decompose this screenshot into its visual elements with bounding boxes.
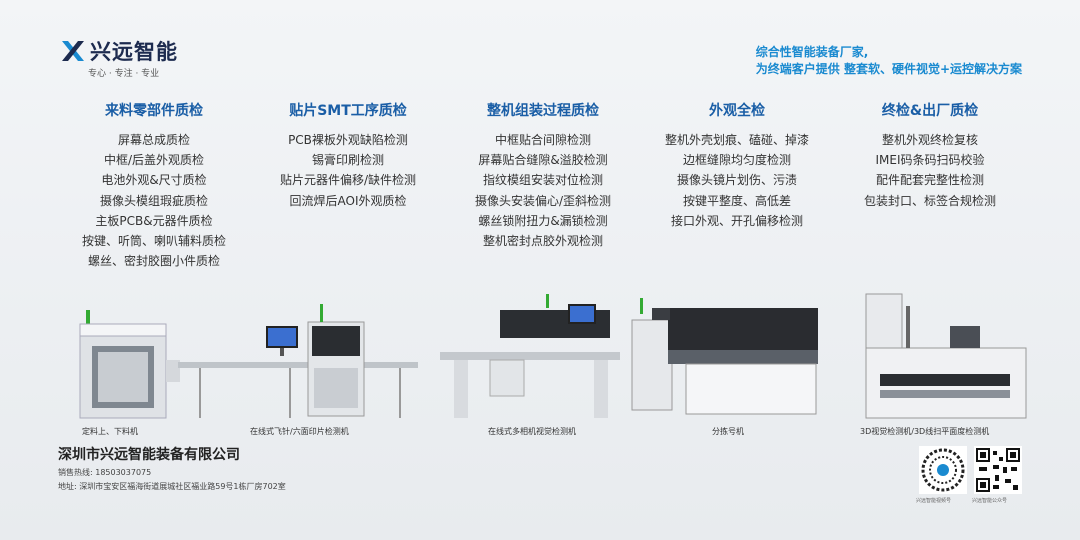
qr-code-icon	[919, 446, 967, 494]
list-item: 锡膏印刷检测	[311, 153, 384, 168]
column-title: 整机组装过程质检	[487, 103, 599, 119]
list-item: 屏幕总成质检	[117, 133, 190, 147]
list-item: 贴片元器件偏移/缺件检测	[279, 173, 417, 188]
list-item: 中框/后盖外观质检	[103, 153, 205, 168]
machine-label: 在线式多相机视觉检测机	[488, 427, 576, 436]
smt-inspection-machine-icon	[178, 304, 418, 418]
company-address: 地址: 深圳市宝安区福海街道展城社区福业路59号1栋厂房702室	[58, 482, 286, 491]
list-item: 整机外壳划痕、磕碰、掉漆	[664, 133, 809, 147]
machine-label: 在线式飞针/六面印片检测机	[250, 427, 349, 436]
machines-illustration	[79, 293, 1027, 419]
list-item: 整机外观终检复核	[881, 133, 978, 147]
column-title: 来料零部件质检	[105, 103, 203, 119]
list-item: 摄像头镜片划伤、污渍	[676, 173, 797, 188]
tagline-line-1: 综合性智能装备厂家,	[755, 45, 869, 59]
x-logo-icon	[62, 41, 84, 61]
column-title: 贴片SMT工序质检	[289, 103, 407, 119]
3d-inspection-machine-icon	[865, 293, 1027, 419]
list-item: 螺丝、密封胶圈小件质检	[87, 254, 220, 269]
company-name: 深圳市兴远智能装备有限公司	[58, 447, 240, 463]
column-assembly: 整机组装过程质检 中框贴合间隙检测 屏幕贴合缝隙&溢胶检测 指纹模组安装对位检测…	[443, 100, 643, 251]
machine-label: 定料上、下料机	[82, 427, 138, 436]
qr-code-icon	[974, 446, 1022, 494]
sales-hotline: 销售热线: 18503037075	[58, 468, 152, 477]
list-item: 按键平整度、高低差	[682, 193, 791, 208]
list-item: 回流焊后AOI外观质检	[289, 193, 407, 208]
column-title: 外观全检	[709, 103, 765, 119]
list-item: 指纹模组安装对位检测	[482, 173, 603, 188]
list-item: 边框缝隙均匀度检测	[682, 153, 791, 168]
machine-label: 分拣号机	[712, 427, 744, 436]
column-incoming-parts: 来料零部件质检 屏幕总成质检 中框/后盖外观质检 电池外观&尺寸质检 摄像头模组…	[54, 100, 254, 271]
column-final: 终检&出厂质检 整机外观终检复核 IMEI码条码扫码校验 配件配套完整性检测 包…	[830, 100, 1030, 211]
list-item: 整机密封点胶外观检测	[482, 234, 603, 249]
list-item: 电池外观&尺寸质检	[101, 173, 207, 188]
machine-label: 3D视觉检测机/3D线扫平面度检测机	[860, 427, 990, 436]
qr-caption: 兴远智能公众号	[972, 498, 1008, 504]
brand-logo: 兴远智能	[60, 36, 178, 66]
tagline: 综合性智能装备厂家, 为终端客户提供 整套软、硬件视觉+运控解决方案	[756, 44, 1022, 78]
qr-caption: 兴远智能视频号	[916, 498, 952, 504]
list-item: 主板PCB&元器件质检	[95, 213, 213, 228]
list-item: 中框贴合间隙检测	[494, 133, 591, 147]
brand-slogan: 专心 · 专注 · 专业	[88, 69, 160, 79]
list-item: 包装封口、标签合规检测	[863, 193, 996, 208]
list-item: PCB裸板外观缺陷检测	[288, 133, 408, 147]
multi-camera-machine-icon	[440, 294, 620, 418]
list-item: 摄像头安装偏心/歪斜检测	[474, 193, 612, 208]
list-item: 接口外观、开孔偏移检测	[670, 213, 803, 228]
column-smt: 贴片SMT工序质检 PCB裸板外观缺陷检测 锡膏印刷检测 贴片元器件偏移/缺件检…	[248, 100, 448, 211]
sorting-machine-icon	[631, 298, 818, 415]
list-item: 按键、听筒、喇叭辅料质检	[81, 234, 226, 249]
list-item: IMEI码条码扫码校验	[875, 153, 985, 168]
list-item: 配件配套完整性检测	[875, 173, 984, 188]
list-item: 屏幕贴合缝隙&溢胶检测	[478, 153, 608, 168]
tagline-line-2: 为终端客户提供 整套软、硬件视觉+运控解决方案	[755, 62, 1022, 76]
column-title: 终检&出厂质检	[881, 103, 979, 119]
list-item: 摄像头模组瑕疵质检	[99, 193, 208, 208]
list-item: 螺丝锁附扭力&漏锁检测	[478, 213, 608, 228]
brand-name: 兴远智能	[90, 40, 178, 64]
loader-machine-icon	[79, 310, 180, 419]
column-appearance: 外观全检 整机外壳划痕、磕碰、掉漆 边框缝隙均匀度检测 摄像头镜片划伤、污渍 按…	[637, 100, 837, 231]
